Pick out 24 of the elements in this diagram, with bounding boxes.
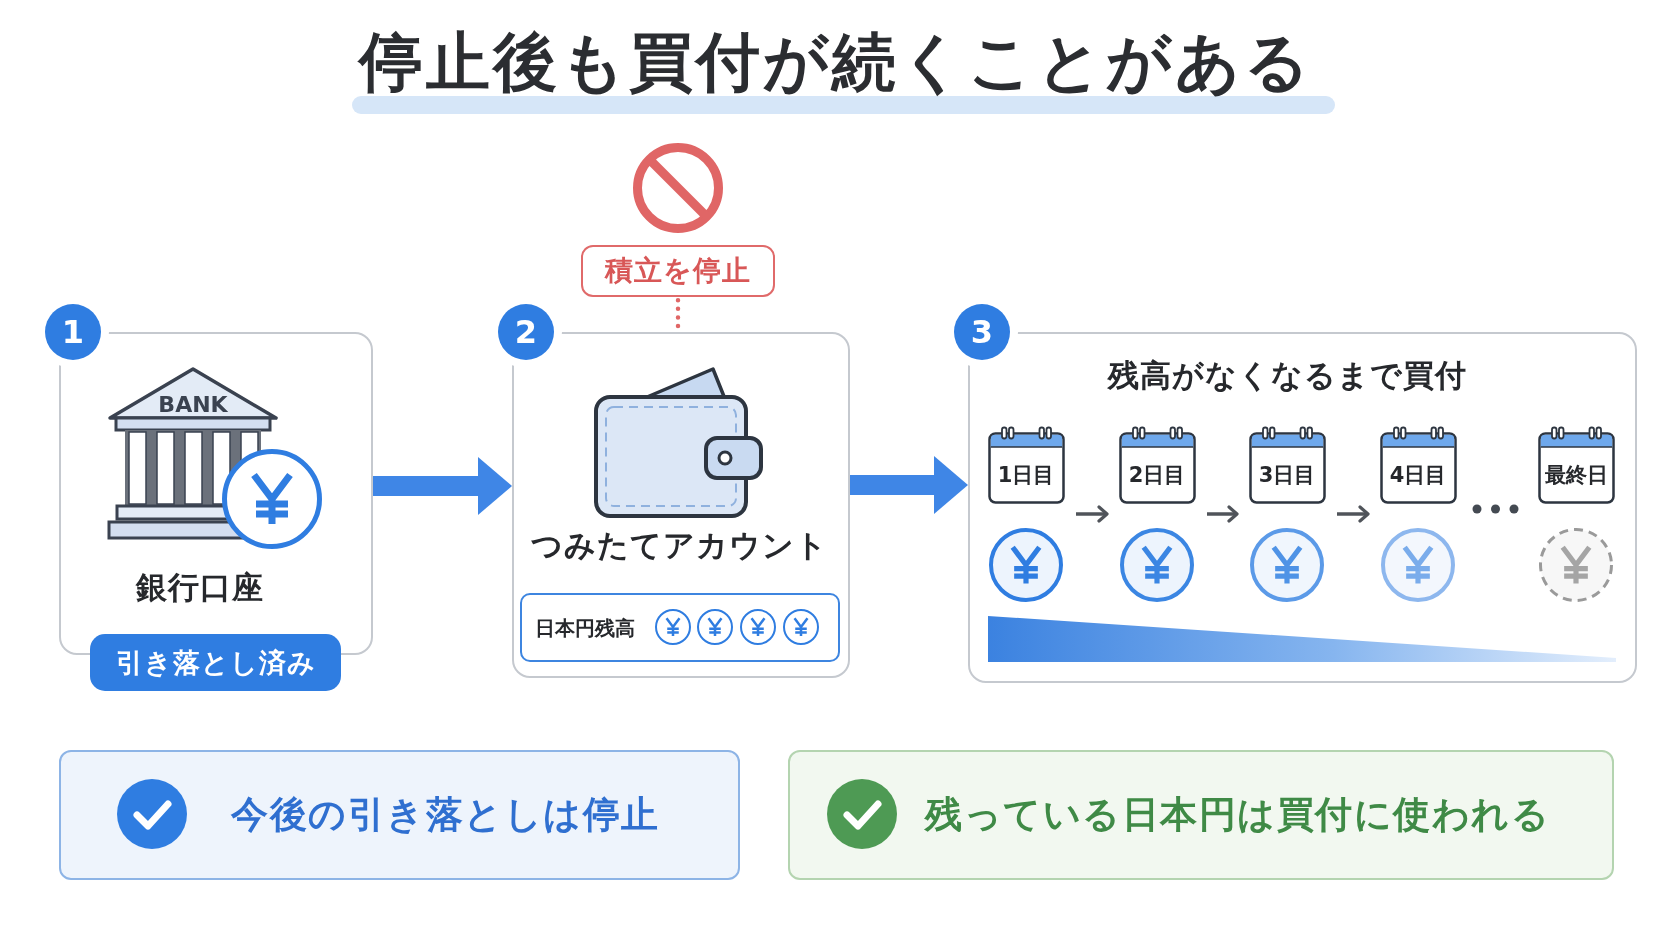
sign-text: BANK — [158, 392, 228, 417]
calendar-card: 1日目 — [987, 426, 1065, 504]
calendar-card: 3日目 — [1248, 426, 1326, 504]
stop-tag: 積立を停止 — [581, 245, 775, 297]
tapering-bar — [988, 614, 1616, 662]
note-box — [788, 750, 1614, 880]
balance-label: 日本円残高 — [535, 615, 635, 640]
note-box — [59, 750, 740, 880]
note-text: 今後の引き落としは停止 — [231, 792, 660, 838]
balance-box — [520, 593, 840, 662]
arrow — [1076, 505, 1109, 523]
calendar-card: 2日目 — [1118, 426, 1196, 504]
block-arrow — [373, 457, 512, 515]
panel-heading: 銀行口座 — [136, 569, 264, 607]
panel-heading: 残高がなくなるまで買付 — [1107, 357, 1467, 395]
panel-heading: つみたてアカウント — [530, 527, 828, 565]
calendar-card: 最終日 — [1537, 426, 1615, 504]
status-pill: 引き落とし済み — [90, 634, 341, 691]
dotted-line — [675, 298, 681, 331]
arrow — [1207, 505, 1239, 523]
block-arrow — [850, 456, 968, 514]
note-text: 残っている日本円は買付に使われる — [925, 792, 1550, 838]
calendar-card: 4日目 — [1379, 426, 1457, 504]
arrow — [1337, 505, 1370, 523]
